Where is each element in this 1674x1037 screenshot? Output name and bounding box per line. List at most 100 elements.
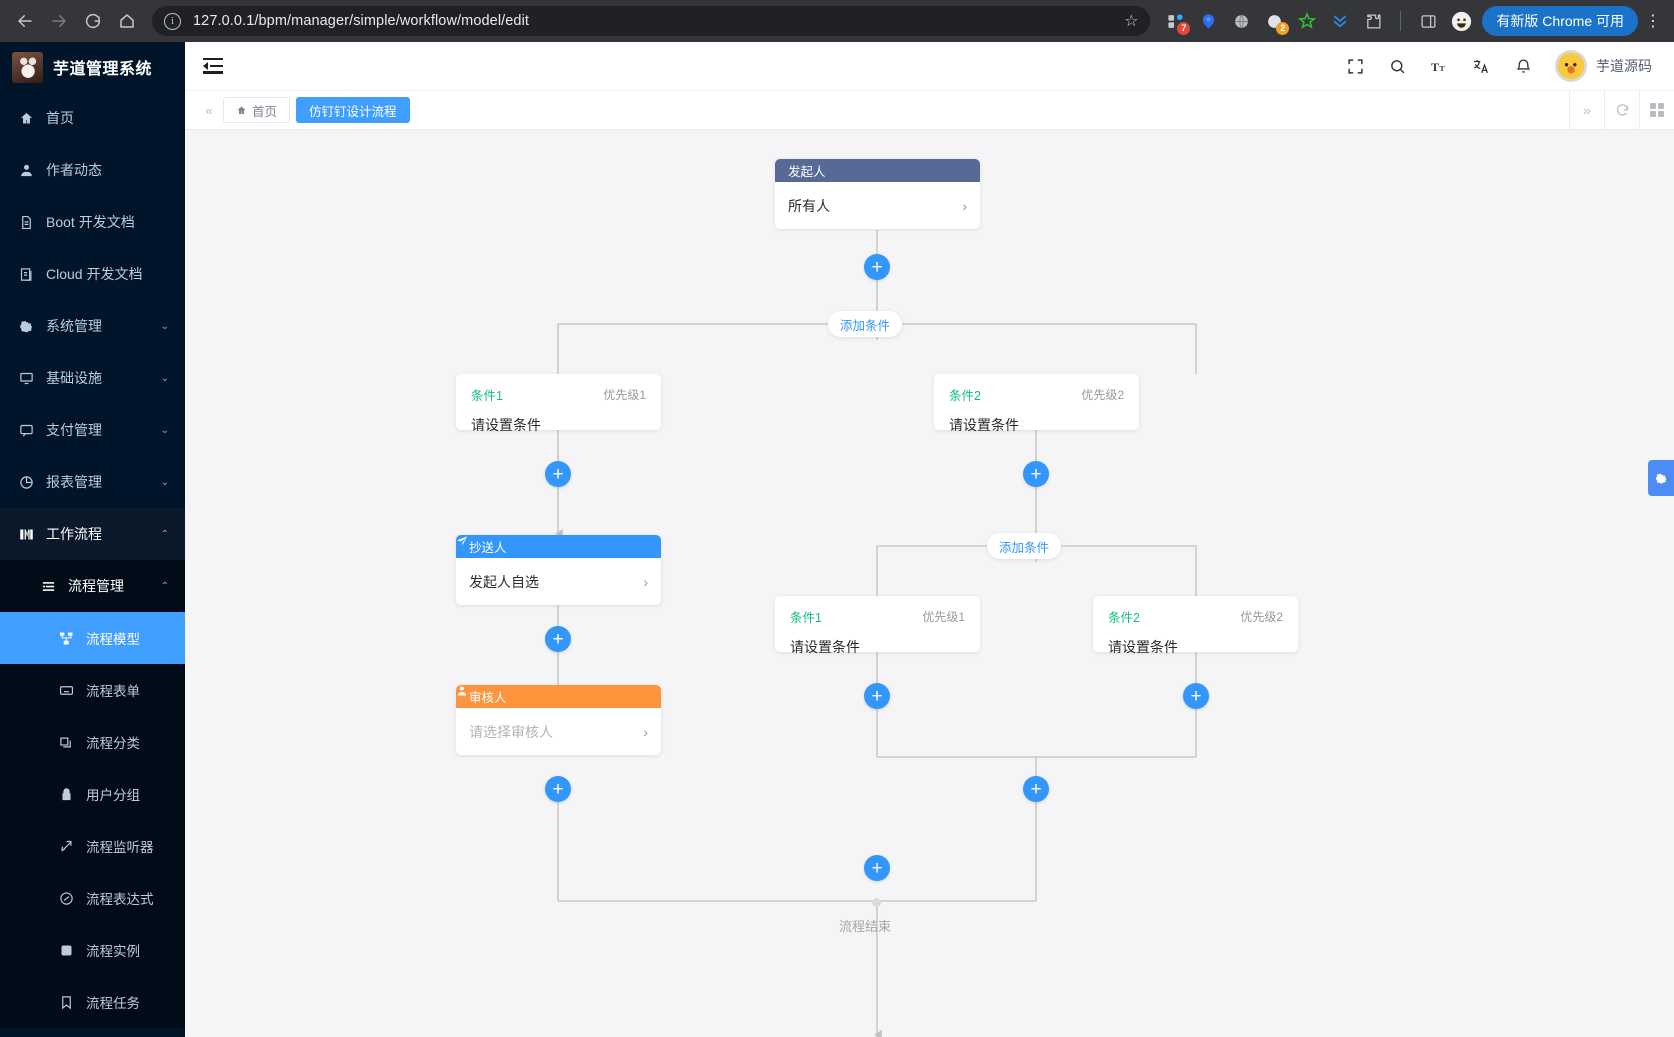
node-approver[interactable]: 审核人 请选择审核人 › — [456, 685, 661, 755]
sidebar-item-process-management[interactable]: 流程管理 ⌃ — [0, 560, 185, 612]
gear-icon — [1655, 472, 1668, 485]
add-node-button[interactable]: + — [864, 254, 890, 280]
node-initiator[interactable]: 发起人 所有人 › — [775, 159, 980, 229]
add-node-button[interactable]: + — [545, 461, 571, 487]
sidebar-item-cloud-docs[interactable]: Cloud 开发文档 — [0, 248, 185, 300]
chevron-up-icon: ⌃ — [161, 581, 169, 592]
sidebar-item-process-category[interactable]: 流程分类 — [0, 716, 185, 768]
add-node-button[interactable]: + — [1023, 776, 1049, 802]
sidebar-logo[interactable]: 芋道管理系统 — [0, 42, 185, 92]
extension-pin-icon[interactable] — [1197, 10, 1219, 32]
extension-star-green-icon[interactable] — [1296, 10, 1318, 32]
condition-body[interactable]: 请设置条件 — [790, 637, 965, 657]
node-sub-condition-1[interactable]: 条件1 优先级1 请设置条件 — [775, 596, 980, 652]
extension-globe-icon[interactable] — [1230, 10, 1252, 32]
group-icon — [58, 786, 74, 802]
logo-label: 芋道管理系统 — [53, 55, 152, 79]
gear-icon — [18, 318, 34, 334]
document-icon — [18, 214, 34, 230]
sidebar: 芋道管理系统 首页 作者动态 Boot 开发文档 Cloud 开发文档 系统管理… — [0, 42, 185, 1037]
add-node-button[interactable]: + — [1183, 683, 1209, 709]
condition-priority: 优先级1 — [603, 386, 646, 403]
back-arrow-icon[interactable] — [10, 6, 40, 36]
pie-chart-icon — [18, 474, 34, 490]
user-icon — [18, 162, 34, 178]
add-node-button[interactable]: + — [1023, 461, 1049, 487]
sidebar-item-user-group[interactable]: 用户分组 — [0, 768, 185, 820]
node-body[interactable]: 发起人自选 › — [456, 558, 661, 605]
user-menu[interactable]: 芋道源码 — [1555, 50, 1652, 82]
tab-dingtalk-designer[interactable]: 仿钉钉设计流程 — [296, 97, 410, 123]
sidebar-item-infrastructure[interactable]: 基础设施 ⌄ — [0, 352, 185, 404]
extension-puzzle-icon[interactable] — [1362, 10, 1384, 32]
profile-avatar-icon[interactable] — [1450, 10, 1472, 32]
sidebar-item-report[interactable]: 报表管理 ⌄ — [0, 456, 185, 508]
language-icon[interactable] — [1471, 56, 1491, 76]
chevron-down-icon: ⌄ — [161, 373, 169, 384]
payment-icon — [18, 422, 34, 438]
reload-icon[interactable] — [78, 6, 108, 36]
sidebar-item-payment[interactable]: 支付管理 ⌄ — [0, 404, 185, 456]
sidebar-item-process-model[interactable]: 流程模型 — [0, 612, 185, 664]
node-header: 抄送人 — [456, 535, 661, 558]
sidebar-item-author-news[interactable]: 作者动态 — [0, 144, 185, 196]
sidebar-item-system[interactable]: 系统管理 ⌄ — [0, 300, 185, 352]
node-condition-2[interactable]: 条件2 优先级2 请设置条件 — [934, 374, 1139, 430]
sidebar-item-process-task[interactable]: 流程任务 — [0, 976, 185, 1028]
sidebar-item-workflow[interactable]: 工作流程 ⌃ — [0, 508, 185, 560]
node-sub-condition-2[interactable]: 条件2 优先级2 请设置条件 — [1093, 596, 1298, 652]
sidebar-item-label: 流程分类 — [86, 732, 185, 752]
side-panel-icon[interactable] — [1417, 10, 1439, 32]
settings-side-tab[interactable] — [1648, 460, 1674, 496]
chevrons-right-icon[interactable]: » — [1569, 90, 1604, 130]
form-icon — [58, 682, 74, 698]
url-text: 127.0.0.1/bpm/manager/simple/workflow/mo… — [193, 13, 529, 29]
bookmark-star-icon[interactable]: ☆ — [1124, 11, 1138, 31]
add-condition-button-level2[interactable]: 添加条件 — [987, 533, 1061, 559]
svg-text:T: T — [1439, 63, 1445, 72]
font-size-icon[interactable]: TT — [1429, 56, 1449, 76]
add-node-button[interactable]: + — [864, 855, 890, 881]
node-header-label: 抄送人 — [469, 537, 507, 556]
condition-title: 条件1 — [790, 607, 822, 626]
sidebar-item-process-expression[interactable]: 流程表达式 — [0, 872, 185, 924]
site-info-icon[interactable]: i — [164, 13, 181, 30]
add-node-button[interactable]: + — [545, 626, 571, 652]
condition-body[interactable]: 请设置条件 — [1108, 637, 1283, 657]
node-body[interactable]: 请选择审核人 › — [456, 708, 661, 755]
node-cc[interactable]: 抄送人 发起人自选 › — [456, 535, 661, 605]
sidebar-item-boot-docs[interactable]: Boot 开发文档 — [0, 196, 185, 248]
add-node-button[interactable]: + — [864, 683, 890, 709]
address-bar[interactable]: i 127.0.0.1/bpm/manager/simple/workflow/… — [152, 6, 1150, 36]
sidebar-item-home[interactable]: 首页 — [0, 92, 185, 144]
fullscreen-icon[interactable] — [1345, 56, 1365, 76]
sidebar-item-process-form[interactable]: 流程表单 — [0, 664, 185, 716]
toolbar-divider — [1400, 11, 1401, 31]
chevrons-left-icon[interactable]: « — [195, 103, 223, 118]
chrome-update-button[interactable]: 有新版 Chrome 可用 — [1482, 6, 1638, 36]
grid-icon[interactable] — [1639, 90, 1674, 130]
collapse-menu-icon[interactable] — [203, 58, 223, 74]
notification-bell-icon[interactable] — [1513, 56, 1533, 76]
app-shell: 芋道管理系统 首页 作者动态 Boot 开发文档 Cloud 开发文档 系统管理… — [0, 42, 1674, 1037]
refresh-icon[interactable] — [1604, 90, 1639, 130]
search-icon[interactable] — [1387, 56, 1407, 76]
node-body[interactable]: 所有人 › — [775, 182, 980, 229]
home-icon[interactable] — [112, 6, 142, 36]
condition-body[interactable]: 请设置条件 — [471, 415, 646, 435]
add-node-button[interactable]: + — [545, 776, 571, 802]
chevron-down-icon: ⌄ — [161, 425, 169, 436]
node-condition-1[interactable]: 条件1 优先级1 请设置条件 — [456, 374, 661, 430]
sidebar-item-process-listener[interactable]: 流程监听器 — [0, 820, 185, 872]
condition-body[interactable]: 请设置条件 — [949, 415, 1124, 435]
kebab-menu-icon[interactable]: ⋮ — [1642, 11, 1664, 31]
tab-home[interactable]: 首页 — [223, 97, 290, 123]
chevron-right-icon: › — [643, 574, 648, 590]
extension-tasks-icon[interactable]: 7 — [1164, 10, 1186, 32]
workflow-canvas[interactable]: 发起人 所有人 › + 添加条件 条件1 优先级1 — [185, 130, 1674, 1037]
add-condition-button-level1[interactable]: 添加条件 — [828, 311, 902, 337]
sidebar-item-process-instance[interactable]: 流程实例 — [0, 924, 185, 976]
extension-chevrons-down-icon[interactable] — [1329, 10, 1351, 32]
forward-arrow-icon[interactable] — [44, 6, 74, 36]
extension-moon-icon[interactable]: 2 — [1263, 10, 1285, 32]
